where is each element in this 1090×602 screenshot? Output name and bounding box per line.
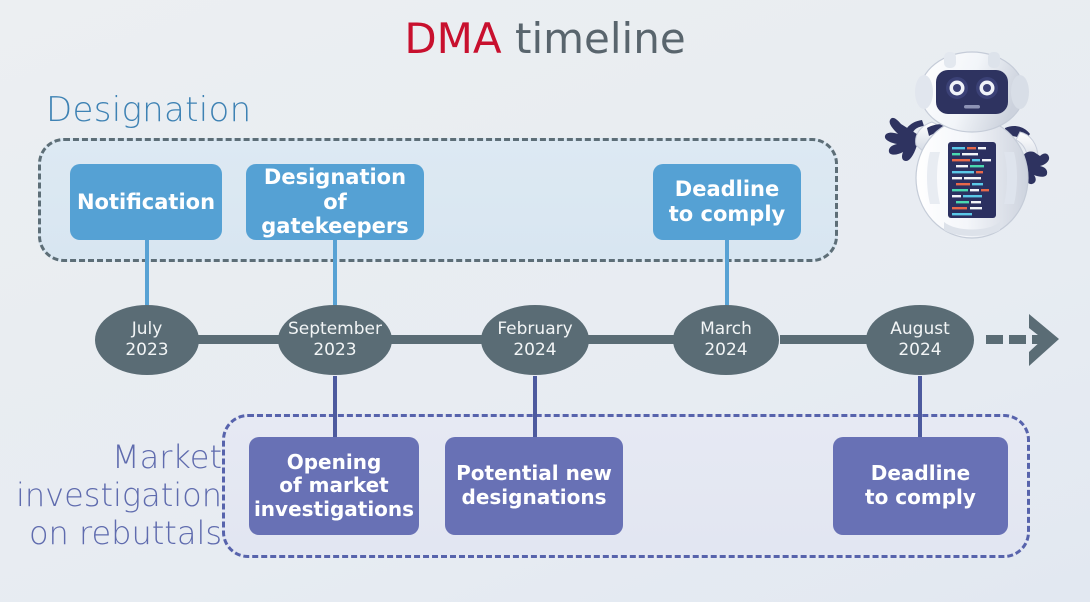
timeline-node-september-2023-month: September [288, 319, 382, 339]
section-heading-market-line-1: Market [112, 438, 222, 476]
robot-mascot-illustration [872, 48, 1072, 263]
timeline-node-july-2023-month: July [131, 319, 163, 339]
card-deadline-bottom-line-2: to comply [865, 485, 976, 509]
arrow-dash-1 [986, 335, 1003, 344]
timeline-node-march-2024-month: March [700, 319, 752, 339]
card-deadline-to-comply-top-line-1: Deadline [674, 177, 780, 202]
stem-opening-of-market-investigations [333, 376, 337, 438]
timeline-node-february-2024[interactable]: February 2024 [481, 305, 589, 375]
arrow-dash-2 [1009, 335, 1026, 344]
timeline-node-september-2023-year: 2023 [313, 340, 357, 360]
card-deadline-to-comply-top[interactable]: Deadline to comply [653, 164, 801, 240]
timeline-node-july-2023-year: 2023 [125, 340, 169, 360]
card-opening-line-2: of market [279, 473, 389, 498]
card-notification-line-1: Notification [76, 189, 216, 214]
title-accent: DMA [404, 14, 502, 63]
timeline-node-february-2024-month: February [497, 319, 573, 339]
title-rest-spacer [502, 14, 515, 63]
arrow-dash-3 [1032, 335, 1049, 344]
timeline-node-march-2024-year: 2024 [704, 340, 748, 360]
rail-1 [196, 335, 288, 344]
card-opening-of-market-investigations[interactable]: Opening of market investigations [249, 437, 419, 535]
section-heading-market-line-2: investigation [15, 476, 222, 514]
timeline-node-march-2024[interactable]: March 2024 [673, 305, 779, 375]
robot-icon [884, 51, 1050, 239]
stem-potential-new-designations [533, 376, 537, 438]
rail-4 [780, 335, 868, 344]
stem-notification [145, 240, 149, 312]
card-deadline-to-comply-bottom[interactable]: Deadline to comply [833, 437, 1008, 535]
section-heading-market-line-3: on rebuttals [28, 514, 222, 552]
card-potential-line-2: designations [461, 485, 607, 509]
card-deadline-to-comply-top-line-2: to comply [668, 202, 786, 226]
section-heading-designation: Designation [46, 90, 252, 130]
page-title: DMA timeline [0, 14, 1090, 63]
section-heading-market-investigation: Market investigation on rebuttals [0, 438, 222, 552]
rail-3 [586, 335, 674, 344]
arrow-right-icon [1029, 314, 1059, 366]
timeline-node-july-2023[interactable]: July 2023 [95, 305, 199, 375]
timeline-node-september-2023[interactable]: September 2023 [278, 305, 392, 375]
timeline-node-august-2024-year: 2024 [898, 340, 942, 360]
card-notification[interactable]: Notification [70, 164, 222, 240]
card-potential-new-designations[interactable]: Potential new designations [445, 437, 623, 535]
rail-2 [388, 335, 484, 344]
card-potential-line-1: Potential new [456, 461, 612, 486]
timeline-node-august-2024-month: August [890, 319, 950, 339]
card-deadline-bottom-line-1: Deadline [870, 461, 971, 486]
timeline-node-february-2024-year: 2024 [513, 340, 557, 360]
stem-deadline-to-comply-bottom [918, 376, 922, 438]
stem-designation-of-gatekeepers [333, 240, 337, 312]
card-opening-line-3: investigations [253, 496, 415, 521]
timeline-node-august-2024[interactable]: August 2024 [866, 305, 974, 375]
card-designation-of-gatekeepers-line-2: gatekeepers [261, 214, 409, 239]
card-designation-of-gatekeepers[interactable]: Designation of gatekeepers [246, 164, 424, 240]
title-rest: timeline [514, 14, 686, 63]
card-designation-of-gatekeepers-line-1: Designation of [263, 164, 407, 214]
card-opening-line-1: Opening [286, 449, 382, 474]
stem-deadline-to-comply-top [725, 240, 729, 312]
